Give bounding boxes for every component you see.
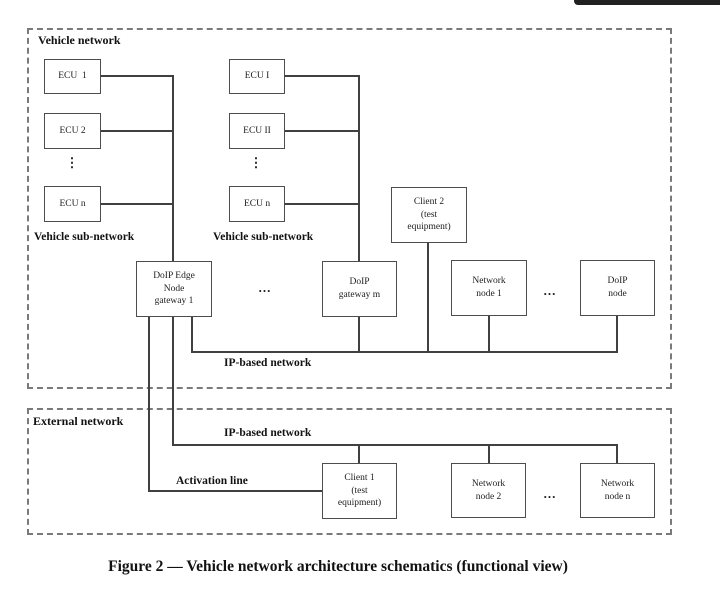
client-2-box: Client 2 (test equipment) bbox=[391, 187, 467, 243]
network-node-2-drop-line bbox=[488, 446, 490, 463]
ecu-n-mid-box: ECU n bbox=[229, 186, 285, 222]
network-node-1-drop-line bbox=[488, 316, 490, 353]
activation-line-label: Activation line bbox=[176, 475, 248, 487]
doip-edge-line3: gateway 1 bbox=[154, 296, 194, 307]
ecu-i-label: ECU I bbox=[244, 71, 270, 82]
ecu-n-mid-link-line bbox=[285, 203, 358, 205]
external-ip-riser-line bbox=[172, 317, 174, 446]
doip-edge-line2: Node bbox=[163, 283, 185, 294]
ecu-n-left-label: ECU n bbox=[59, 198, 86, 209]
ecu-1-label: ECU 1 bbox=[58, 71, 87, 82]
doip-gateway-m-line2: gateway m bbox=[338, 290, 381, 300]
vertical-ellipsis-mid: ⋮ bbox=[249, 155, 263, 170]
ecu-1-link-line bbox=[101, 75, 174, 77]
mid-subnet-label: Vehicle sub-network bbox=[213, 231, 314, 243]
client-2-line3: equipment) bbox=[407, 222, 451, 233]
external-ip-network-label: IP-based network bbox=[224, 427, 312, 439]
network-node-n-line2: node n bbox=[604, 491, 631, 502]
vehicle-ip-bus-line bbox=[191, 351, 618, 353]
client-2-drop-line bbox=[427, 243, 429, 353]
client-1-line3: equipment) bbox=[337, 498, 382, 509]
external-ip-bus-line bbox=[172, 444, 618, 446]
figure-caption: Figure 2 — Vehicle network architecture … bbox=[108, 558, 568, 575]
network-node-1-line2: node 1 bbox=[476, 289, 502, 299]
network-node-1-line1: Network bbox=[472, 276, 506, 287]
network-node-2-box: Network node 2 bbox=[451, 463, 526, 518]
horizontal-ellipsis-gateways: ... bbox=[258, 280, 272, 295]
external-network-frame bbox=[27, 408, 672, 535]
doip-edge-line1: DoIP Edge bbox=[153, 270, 195, 281]
network-node-n-box: Network node n bbox=[580, 463, 655, 518]
activation-line bbox=[148, 490, 322, 492]
doip-node-line2: node bbox=[608, 289, 627, 299]
ecu-ii-label: ECU II bbox=[243, 125, 271, 136]
window-edge-bar bbox=[574, 0, 720, 5]
horizontal-ellipsis-nodes: ... bbox=[543, 283, 557, 298]
ecu-ii-link-line bbox=[285, 130, 358, 132]
doip-node-box: DoIP node bbox=[580, 260, 655, 316]
client-1-drop-line bbox=[358, 446, 360, 463]
client-1-box: Client 1 (test equipment) bbox=[322, 463, 397, 519]
horizontal-ellipsis-external-nodes: ... bbox=[543, 486, 557, 501]
left-subnet-trunk-line bbox=[172, 75, 174, 261]
doip-node-line1: DoIP bbox=[607, 276, 628, 287]
doip-edge-node-gateway-1-box: DoIP Edge Node gateway 1 bbox=[136, 261, 212, 317]
ecu-2-box: ECU 2 bbox=[44, 113, 101, 149]
ecu-2-label: ECU 2 bbox=[59, 125, 86, 136]
ecu-i-box: ECU I bbox=[229, 59, 285, 94]
ecu-n-left-box: ECU n bbox=[44, 186, 101, 222]
edge-gateway-ip-drop-line bbox=[191, 317, 193, 353]
mid-subnet-trunk-line bbox=[358, 75, 360, 261]
doip-node-drop-line bbox=[616, 316, 618, 353]
ecu-n-mid-label: ECU n bbox=[243, 198, 271, 209]
doip-gateway-m-line1: DoIP bbox=[349, 277, 370, 288]
network-node-2-line1: Network bbox=[471, 478, 506, 489]
network-node-n-line1: Network bbox=[600, 478, 635, 489]
vehicle-ip-network-label: IP-based network bbox=[224, 357, 312, 369]
ecu-n-left-link-line bbox=[101, 203, 174, 205]
client-1-line2: (test bbox=[351, 485, 368, 496]
left-subnet-label: Vehicle sub-network bbox=[34, 231, 135, 243]
vehicle-network-frame bbox=[27, 28, 672, 389]
external-network-label: External network bbox=[33, 414, 124, 428]
gateway-m-drop-line bbox=[358, 317, 360, 353]
client-2-line2: (test bbox=[420, 209, 438, 220]
activation-riser-line bbox=[148, 317, 150, 492]
ecu-ii-box: ECU II bbox=[229, 113, 285, 149]
vehicle-network-label: Vehicle network bbox=[38, 33, 121, 47]
network-node-n-drop-line bbox=[616, 444, 618, 463]
ecu-2-link-line bbox=[101, 130, 174, 132]
network-node-1-box: Network node 1 bbox=[451, 260, 527, 316]
ecu-i-link-line bbox=[285, 75, 358, 77]
ecu-1-box: ECU 1 bbox=[44, 59, 101, 94]
doip-gateway-m-box: DoIP gateway m bbox=[322, 261, 397, 317]
vertical-ellipsis-left: ⋮ bbox=[65, 155, 79, 170]
client-1-line1: Client 1 bbox=[344, 472, 375, 483]
network-node-2-line2: node 2 bbox=[475, 491, 502, 502]
client-2-line1: Client 2 bbox=[413, 196, 445, 207]
